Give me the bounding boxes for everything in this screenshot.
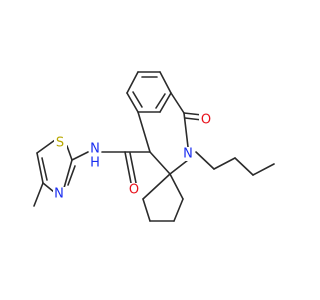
molecule-structure-diagram: O N N H O S N <box>33 71 275 222</box>
bond-thz-c2-s <box>66 145 73 161</box>
atom-h-amide-label: H <box>90 156 100 171</box>
bond-butyl-1 <box>195 151 215 170</box>
atom-h-amide-hydrogen: H <box>89 156 101 171</box>
bond-thz-n-c2 <box>63 159 73 189</box>
atom-o-amide-label: O <box>129 183 139 198</box>
atom-n-thiazole-nitrogen: N <box>53 187 66 202</box>
bond-thz-n-c2-double <box>67 165 76 186</box>
bond-thz-methyl <box>33 182 44 207</box>
bond-n-thz-c2 <box>71 151 89 161</box>
bond-thz-s-c5 <box>36 139 56 154</box>
atom-label-layer: O N N H O S N <box>53 113 213 202</box>
bond-thz-c5-c4-double <box>41 157 48 181</box>
bond-c3-c4 <box>149 151 171 175</box>
bond-butyl-2 <box>213 157 236 170</box>
atom-o1-carbonyl-oxygen: O <box>199 113 213 128</box>
bond-butyl-3 <box>234 157 254 176</box>
bond-benzene-inner-2 <box>155 93 166 109</box>
bond-benzene-6 <box>126 71 139 94</box>
bond-thz-c4-n <box>42 182 55 193</box>
bond-lactam-c8a-c1 <box>170 92 185 114</box>
bond-benzene-inner-3 <box>132 91 143 108</box>
atom-o1-label: O <box>201 113 211 128</box>
atom-n-amide-label: N <box>90 142 100 157</box>
atom-s-thiazole-sulfur: S <box>54 136 67 151</box>
atom-n-amide-nitrogen: N <box>89 142 101 157</box>
bond-benzene-5 <box>126 92 139 113</box>
bond-cp-2 <box>173 198 184 222</box>
atom-o-amide-oxygen: O <box>127 183 141 198</box>
bond-cp-5 <box>142 173 171 200</box>
atom-n-thiazole-label: N <box>54 187 64 202</box>
bond-benzene-3 <box>159 92 172 113</box>
bond-thz-c5-c4 <box>36 152 44 184</box>
atom-n2-ring-nitrogen: N <box>181 147 195 162</box>
bond-c1-n2 <box>183 112 189 148</box>
bond-c4-c4a <box>137 111 151 153</box>
bond-benzene-2 <box>159 71 172 94</box>
bond-amide-co-a <box>124 151 132 184</box>
atom-s-thiazole-label: S <box>56 136 64 151</box>
bond-cp-4 <box>142 198 151 222</box>
bond-butyl-4 <box>252 163 275 176</box>
atom-n2-label: N <box>183 147 193 162</box>
bond-layer <box>33 71 275 222</box>
bond-cp-1 <box>169 173 184 200</box>
bond-amide-co-b <box>129 152 137 184</box>
bond-n2-c3 <box>169 159 189 175</box>
